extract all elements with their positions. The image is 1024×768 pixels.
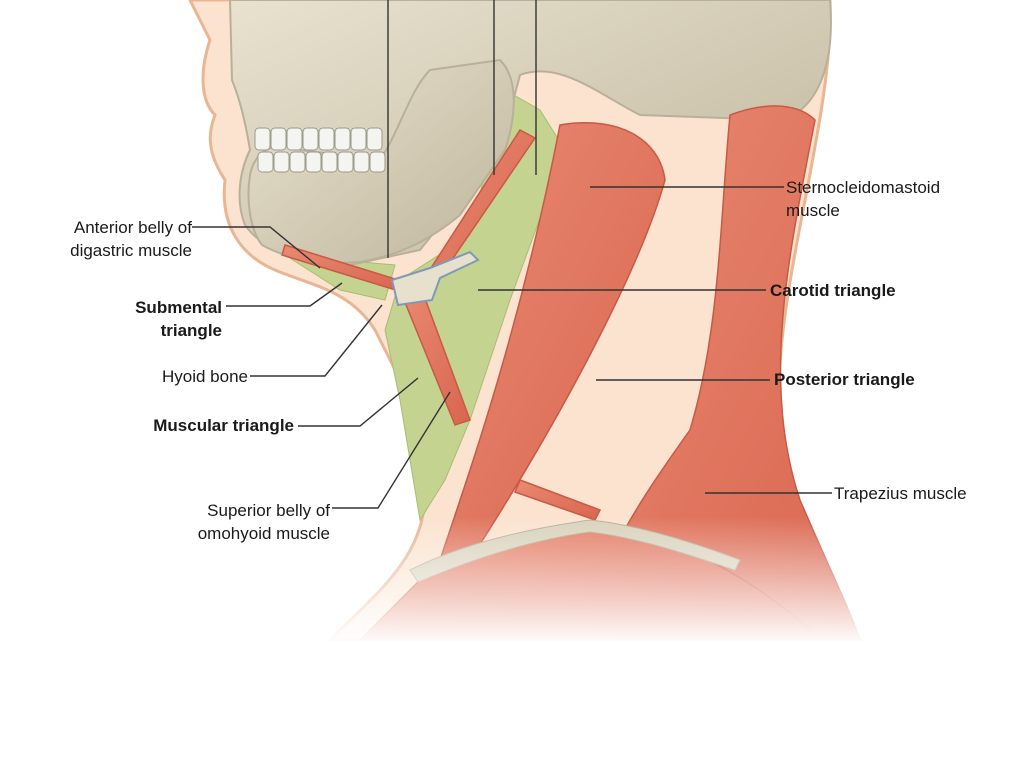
leader-omohyoid — [332, 391, 451, 509]
leader-hyoid — [250, 304, 383, 377]
label-submental-triangle: Submental triangle — [135, 298, 222, 340]
bottom-fade — [0, 0, 1024, 645]
label-muscular-triangle: Muscular triangle — [153, 416, 294, 435]
leader-muscular — [298, 377, 419, 427]
leader-submental — [226, 282, 343, 307]
label-trapezius-muscle: Trapezius muscle — [834, 484, 967, 503]
leader-lines — [192, 0, 832, 509]
label-sternocleidomastoid: Sternocleidomastoid muscle — [786, 178, 941, 220]
label-anterior-digastric: Anterior belly of digastric muscle — [70, 218, 192, 260]
leader-anterior-digastric — [192, 226, 321, 269]
label-superior-omohyoid: Superior belly of omohyoid muscle — [197, 501, 330, 543]
label-carotid-triangle: Carotid triangle — [770, 281, 896, 300]
label-hyoid-bone: Hyoid bone — [161, 367, 248, 386]
label-posterior-triangle: Posterior triangle — [774, 370, 915, 389]
